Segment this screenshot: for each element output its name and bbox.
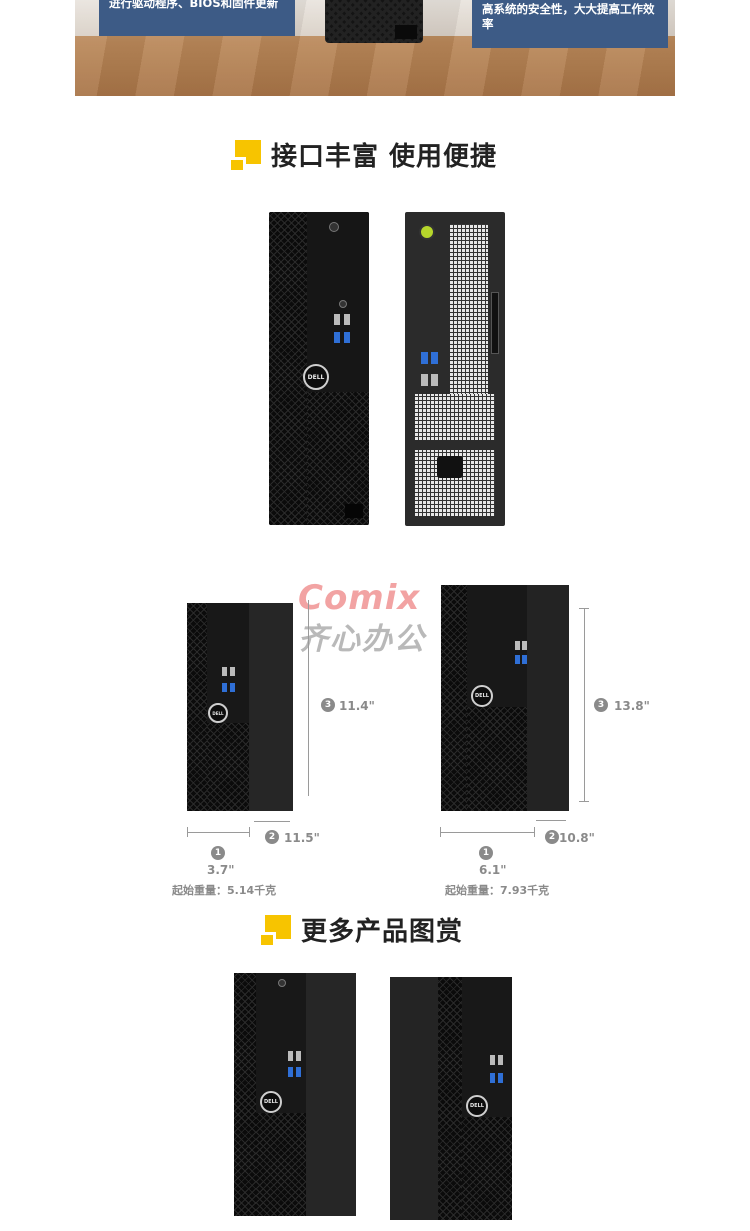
mt-width-label: 6.1" xyxy=(479,863,507,877)
tower-back-view xyxy=(405,212,505,526)
audio-port-icon xyxy=(419,224,435,240)
dell-logo-icon: DELL xyxy=(260,1091,282,1113)
dell-logo-icon: DELL xyxy=(303,364,329,390)
feature-banner: 进行驱动程序、BIOS和固件更新 高系统的安全性，大大提高工作效率 xyxy=(75,0,675,96)
watermark-chinese-text: 齐心办公 xyxy=(298,622,426,657)
power-button-icon xyxy=(329,222,339,232)
mt-height-badge: 3 xyxy=(594,698,608,712)
mt-height-label: 13.8" xyxy=(614,699,650,713)
sff-height-line xyxy=(308,600,309,796)
heading-square-icon xyxy=(258,914,291,948)
power-socket-icon xyxy=(437,456,463,478)
section-heading-gallery: 更多产品图赏 xyxy=(258,911,464,948)
mt-depth-badge: 2 xyxy=(545,830,559,844)
sff-weight-label: 起始重量：5.14千克 xyxy=(172,884,277,897)
banner-caption-right: 高系统的安全性，大大提高工作效率 xyxy=(472,0,668,48)
sff-width-label: 3.7" xyxy=(207,863,235,877)
sff-tower-image: DELL xyxy=(187,603,293,811)
mt-weight-label: 起始重量：7.93千克 xyxy=(445,884,550,897)
sff-height-badge: 3 xyxy=(321,698,335,712)
sff-depth-badge: 2 xyxy=(265,830,279,844)
watermark-logo-text: Comix xyxy=(298,578,421,618)
sff-width-badge: 1 xyxy=(211,846,225,860)
tower-front-view: DELL xyxy=(269,212,369,525)
gallery-tower-right: DELL xyxy=(390,977,512,1220)
sff-height-label: 11.4" xyxy=(339,699,375,713)
mt-width-badge: 1 xyxy=(479,846,493,860)
banner-caption-left: 进行驱动程序、BIOS和固件更新 xyxy=(99,0,295,36)
section-title: 接口丰富 使用便捷 xyxy=(271,142,498,172)
dell-logo-icon: DELL xyxy=(208,703,228,723)
mt-tower-image: DELL xyxy=(441,585,569,811)
dell-logo-icon: DELL xyxy=(466,1095,488,1117)
mt-depth-label: 10.8" xyxy=(559,831,595,845)
gallery-tower-left: DELL xyxy=(234,973,356,1216)
audio-jack-icon xyxy=(339,300,347,308)
sff-depth-label: 11.5" xyxy=(284,831,320,845)
banner-tower-image xyxy=(325,0,423,43)
heading-square-icon xyxy=(228,139,261,173)
dell-logo-icon: DELL xyxy=(471,685,493,707)
section-heading-ports: 接口丰富 使用便捷 xyxy=(228,136,498,173)
section-title: 更多产品图赏 xyxy=(301,917,464,947)
